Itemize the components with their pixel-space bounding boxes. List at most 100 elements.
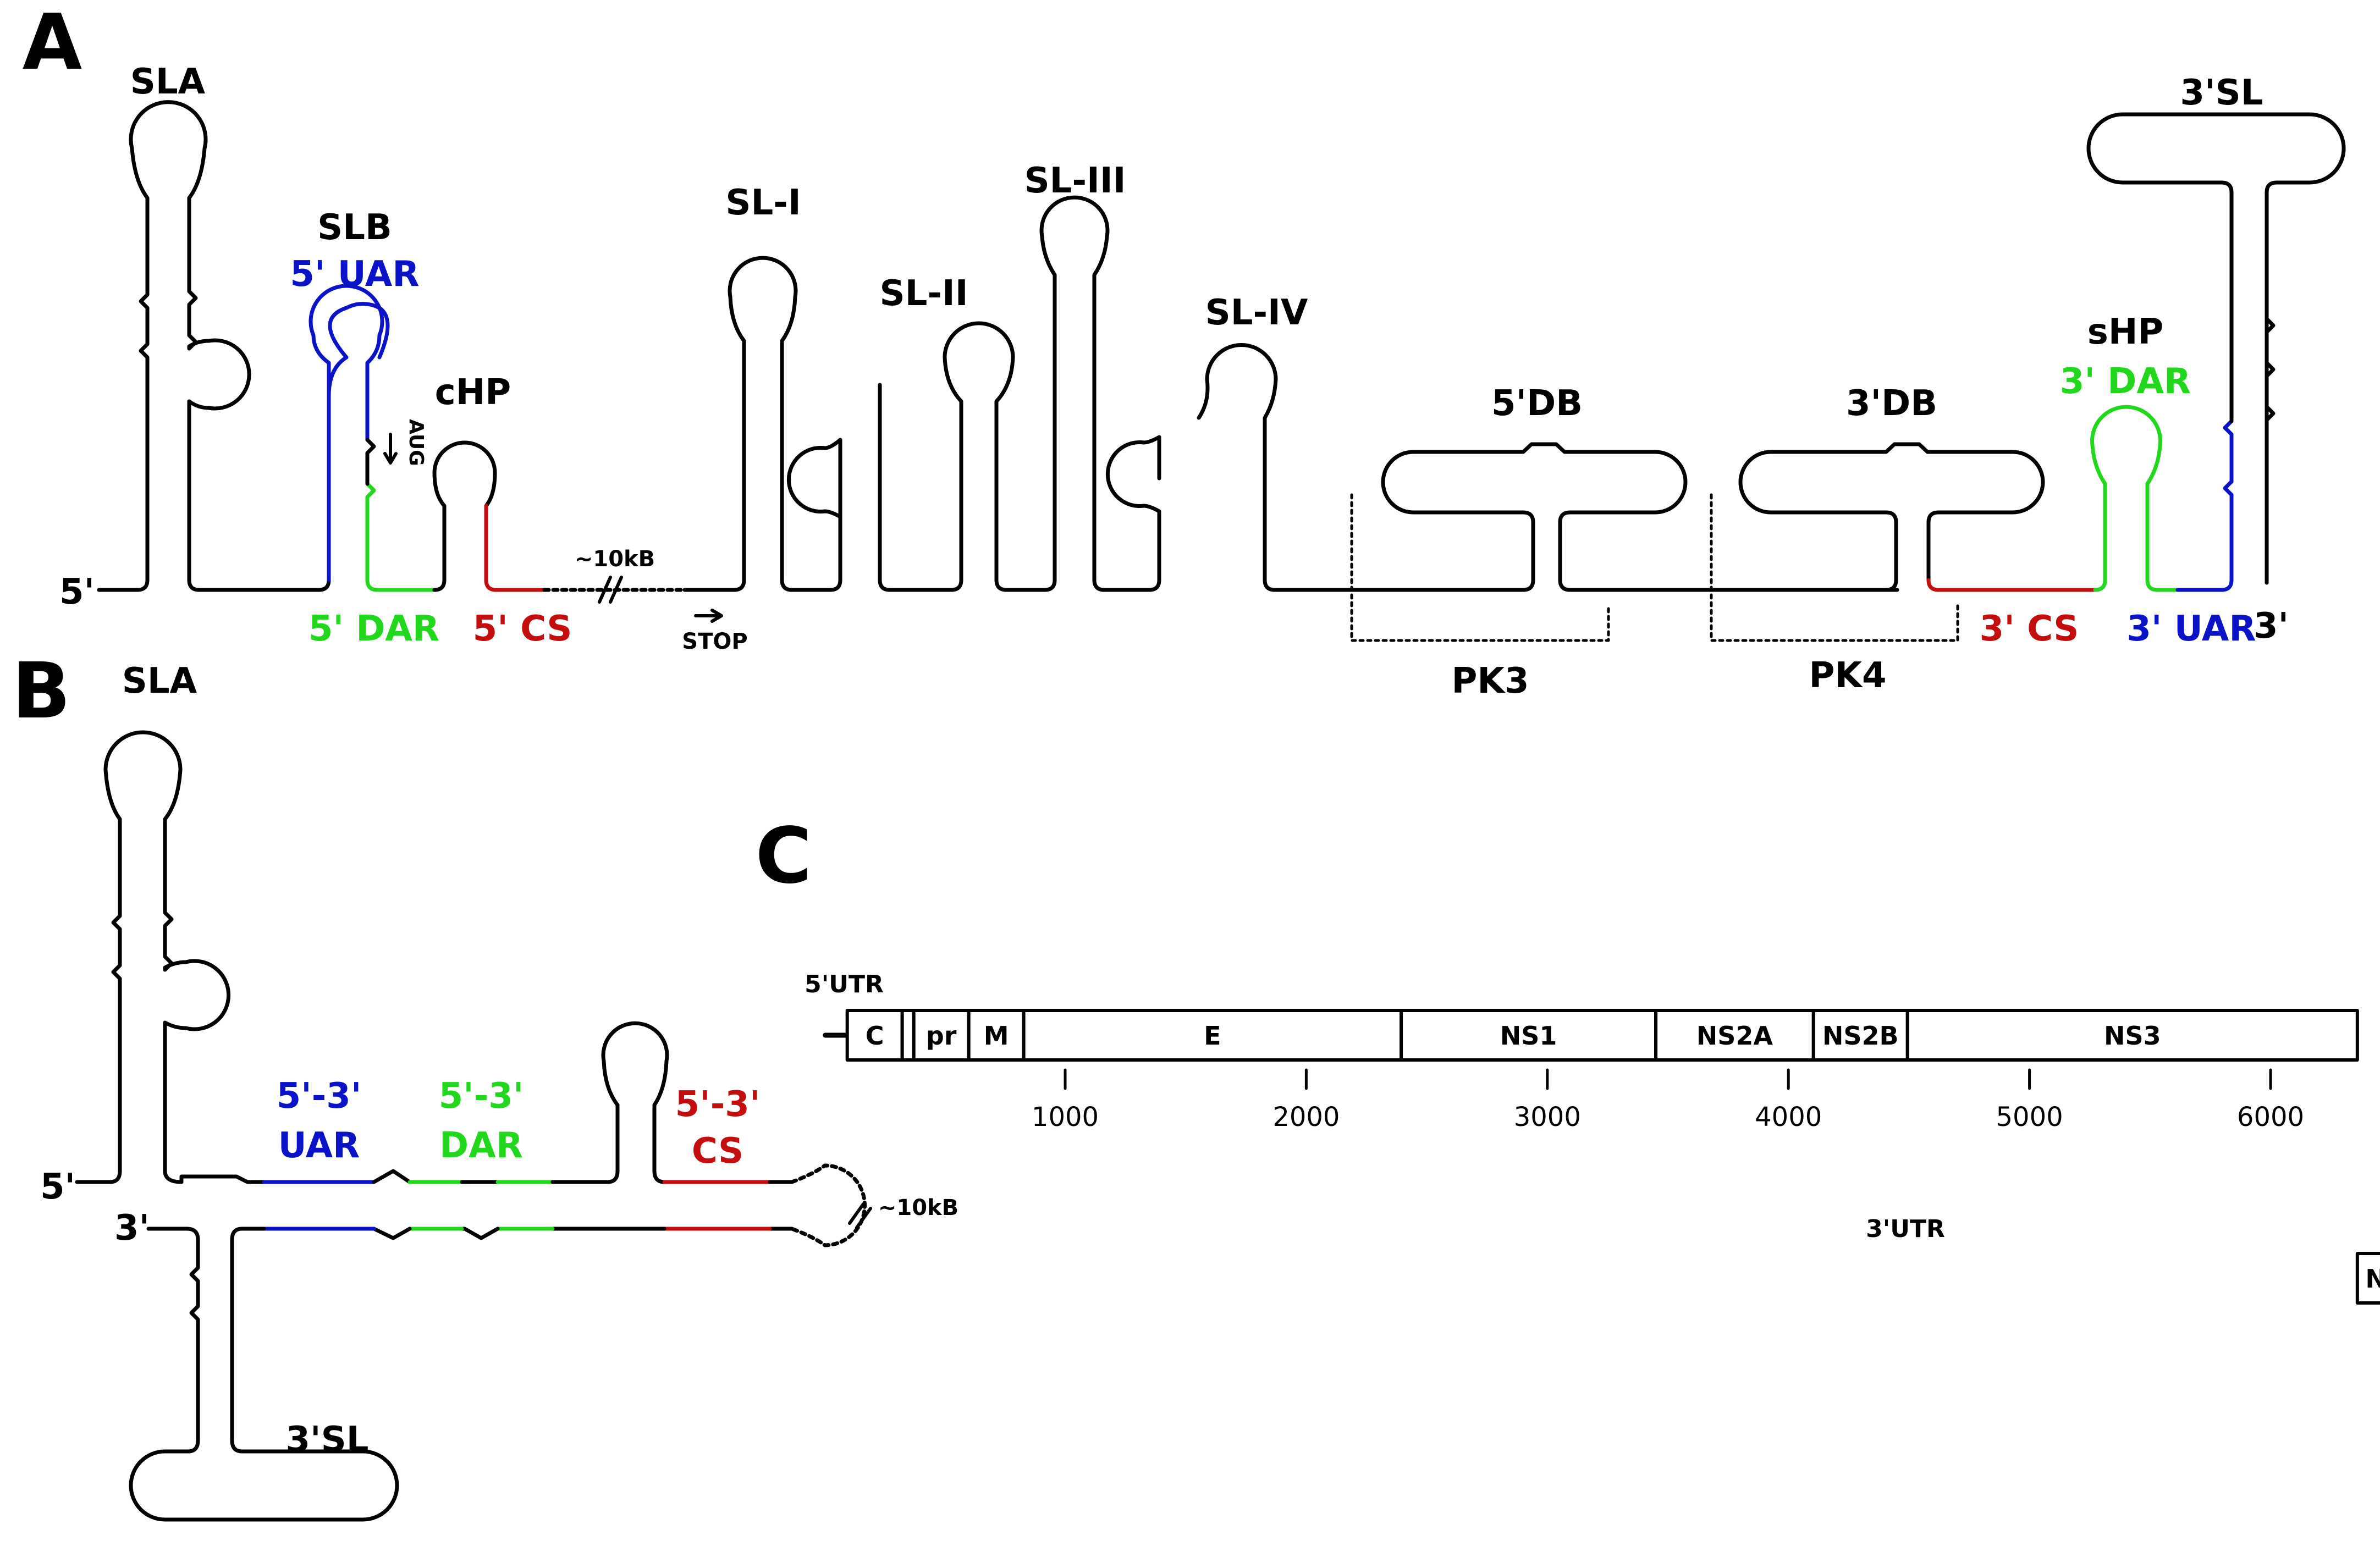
slb-black-bump xyxy=(365,438,376,486)
label-b-gap: ~10kB xyxy=(878,1195,958,1220)
label-sl2: SL-II xyxy=(879,273,968,314)
sl1 xyxy=(682,256,833,592)
label-uar5: 5' UAR xyxy=(290,254,419,295)
label-5prime-a: 5' xyxy=(59,572,95,612)
gene-ns3-label: NS3 xyxy=(2104,1021,2161,1051)
axis-label-6000: 6000 xyxy=(2237,1102,2304,1133)
sl4 xyxy=(1105,343,1349,592)
label-dar5: 5' DAR xyxy=(308,609,439,649)
label-b-dar-top: 5'-3' xyxy=(439,1076,524,1117)
panel-a xyxy=(97,100,2346,642)
label-pk3: PK3 xyxy=(1451,661,1529,702)
gene-ns3-box xyxy=(1905,1009,2359,1062)
label-shp: sHP xyxy=(2087,312,2164,352)
b-gap-break-mark xyxy=(848,1202,872,1229)
panel-b xyxy=(75,730,872,1522)
label-cs3: 3' CS xyxy=(1980,609,2079,649)
label-utr5: 5'UTR xyxy=(805,970,884,998)
label-sla: SLA xyxy=(130,62,206,102)
panel-label-b: B xyxy=(12,647,71,736)
sl3-stem xyxy=(1039,195,1152,592)
label-utr3: 3'UTR xyxy=(1866,1215,1945,1243)
gene-c-label: C xyxy=(866,1021,884,1051)
backbone-5-end xyxy=(97,548,150,592)
b-3sl xyxy=(129,1227,399,1522)
label-stop: STOP xyxy=(682,629,747,654)
gene-ns2b-box xyxy=(1811,1009,1909,1062)
slb-loop xyxy=(308,284,384,442)
axis-label-4000: 4000 xyxy=(1755,1102,1822,1133)
db3 xyxy=(1708,442,2045,592)
label-slb: SLB xyxy=(317,207,392,248)
axis-label-1000: 1000 xyxy=(1032,1102,1099,1133)
gene-ns2a-label: NS2A xyxy=(1696,1021,1773,1051)
label-uar3: 3' UAR xyxy=(2126,609,2256,649)
label-aug: AUG xyxy=(405,419,427,466)
label-cs5: 5' CS xyxy=(473,609,572,649)
shp xyxy=(2090,405,2180,592)
chp-stem xyxy=(432,440,497,592)
gene-ns1-box xyxy=(1400,1009,1658,1062)
gene-ns4a-label: NS4A xyxy=(2365,1264,2380,1294)
pk4-bracket xyxy=(1710,493,1959,642)
label-sl1: SL-I xyxy=(725,183,801,223)
axis-label-3000: 3000 xyxy=(1514,1102,1581,1133)
b-top-bump2 xyxy=(372,1169,412,1184)
gene-ns1-label: NS1 xyxy=(1500,1021,1557,1051)
label-db3: 3'DB xyxy=(1846,383,1937,424)
label-b-3sl: 3'SL xyxy=(286,1420,369,1460)
label-3prime-a: 3' xyxy=(2254,606,2289,647)
panel-label-c: C xyxy=(756,811,812,901)
label-gap-a: ~10kB xyxy=(575,546,655,572)
aug-arrow xyxy=(383,433,398,465)
label-b-uar-bottom: UAR xyxy=(278,1125,360,1166)
gene-e-label: E xyxy=(1204,1021,1221,1051)
gene-ns4a-box xyxy=(2355,1252,2380,1305)
label-b-cs-bottom: CS xyxy=(692,1131,743,1172)
label-dar3: 3' DAR xyxy=(2060,361,2191,402)
b-sla xyxy=(75,730,231,1184)
slb-stem-left xyxy=(327,302,390,582)
label-b-3prime: 3' xyxy=(114,1208,150,1249)
label-pk4: PK4 xyxy=(1809,655,1886,696)
sla-stem xyxy=(129,100,331,592)
b-bottom-bump2 xyxy=(372,1227,412,1240)
label-b-uar-top: 5'-3' xyxy=(277,1076,362,1117)
panel-b-labels: B SLA 5'-3' UAR 5'-3' DAR 5'-3' CS 5' 3'… xyxy=(12,647,959,1460)
gene-ns2b-label: NS2B xyxy=(1822,1021,1899,1051)
gene-pr-label: pr xyxy=(926,1021,957,1051)
uar3-seg xyxy=(2175,419,2234,592)
b-top-chp xyxy=(550,1021,669,1184)
gap-break-mark xyxy=(598,576,623,604)
sl2 xyxy=(786,321,1047,592)
panel-a-labels: A SLA SLB 5' UAR cHP AUG ~10kB STOP SL-I… xyxy=(23,0,2289,702)
sl3prime xyxy=(2086,112,2346,585)
label-b-cs-top: 5'-3' xyxy=(675,1084,761,1125)
chp-red xyxy=(484,504,547,592)
label-db5: 5'DB xyxy=(1491,383,1583,424)
panel-label-a: A xyxy=(23,0,82,87)
gene-m-label: M xyxy=(984,1021,1009,1051)
gene-linker-1-box xyxy=(900,1009,916,1062)
slb-green xyxy=(365,482,437,592)
label-b-sla: SLA xyxy=(122,661,197,702)
label-b-5prime: 5' xyxy=(40,1167,75,1207)
stop-arrow xyxy=(694,609,723,623)
db3-red xyxy=(1926,578,2097,592)
label-sl3prime: 3'SL xyxy=(2180,73,2263,113)
db5 xyxy=(1345,442,1899,592)
sl3prime-bumps xyxy=(2265,317,2276,422)
b-top-bump xyxy=(179,1174,266,1184)
b-gap-loop xyxy=(790,1163,867,1247)
b-bottom-bump xyxy=(460,1227,500,1240)
label-sl3: SL-III xyxy=(1024,161,1126,201)
pk3-bracket xyxy=(1350,493,1610,642)
genome-map-row-2: NS4ANS4BNS570008000900010000 xyxy=(2355,1252,2380,1305)
axis-label-2000: 2000 xyxy=(1272,1102,1340,1133)
label-sl4: SL-IV xyxy=(1205,292,1308,333)
label-chp: cHP xyxy=(435,372,511,413)
label-b-dar-bottom: DAR xyxy=(439,1125,523,1166)
